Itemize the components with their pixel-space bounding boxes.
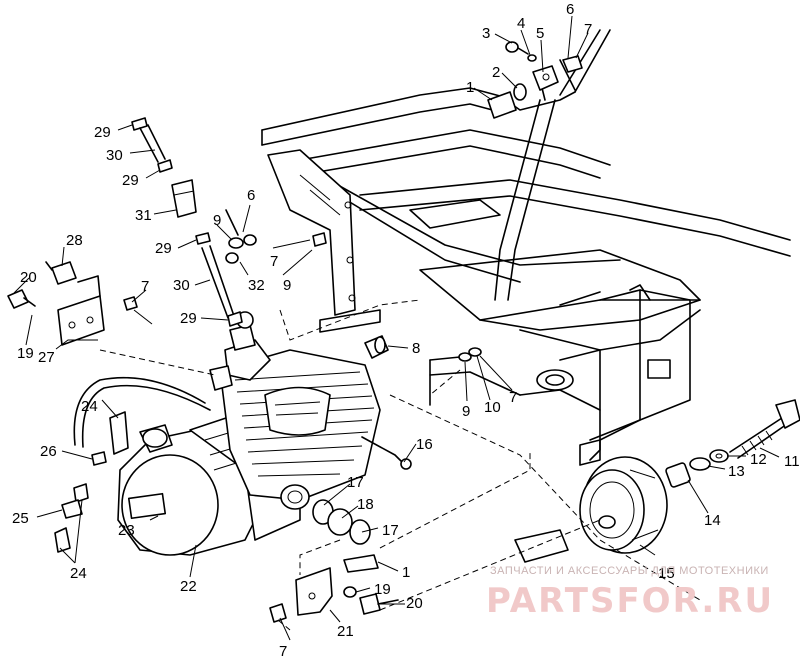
assembly-lines <box>99 299 701 631</box>
callout-24-bottom: 24 <box>70 565 87 582</box>
callout-7-top: 7 <box>584 21 592 38</box>
callout-11: 11 <box>784 453 800 470</box>
callout-21: 21 <box>337 623 354 640</box>
callout-18: 18 <box>357 496 374 513</box>
watermark: ЗАПЧАСТИ И АКСЕССУАРЫ ДЛЯ МОТОТЕХНИКИ PA… <box>486 565 774 621</box>
callout-29-a: 29 <box>94 124 111 141</box>
callout-2: 2 <box>492 64 500 81</box>
callout-27: 27 <box>38 349 55 366</box>
callout-24-top: 24 <box>81 398 98 415</box>
callout-10: 10 <box>484 399 501 416</box>
callout-7-right: 7 <box>509 389 517 406</box>
callout-25: 25 <box>12 510 29 527</box>
callout-6-mid: 6 <box>247 187 255 204</box>
callout-20-left: 20 <box>20 269 37 286</box>
callout-19-left: 19 <box>17 345 34 362</box>
leader-lines <box>13 15 780 641</box>
callout-16: 16 <box>416 436 433 453</box>
callout-17-a: 17 <box>347 474 364 491</box>
callout-labels: 1 2 3 4 5 6 7 29 30 29 31 6 9 7 29 32 9 … <box>12 1 800 658</box>
callout-6-top: 6 <box>566 1 574 18</box>
callout-1-top: 1 <box>466 79 474 96</box>
callout-9-b: 9 <box>283 277 291 294</box>
callout-23: 23 <box>118 522 135 539</box>
callout-17-b: 17 <box>382 522 399 539</box>
callout-15: 15 <box>658 565 675 582</box>
callout-9-a: 9 <box>213 212 221 229</box>
callout-7-mid: 7 <box>270 253 278 270</box>
callout-5: 5 <box>536 25 544 42</box>
callout-13: 13 <box>728 463 745 480</box>
callout-26: 26 <box>40 443 57 460</box>
callout-7-bottom: 7 <box>279 643 287 658</box>
callout-3: 3 <box>482 25 490 42</box>
hardware <box>7 41 583 623</box>
callout-29-d: 29 <box>180 310 197 327</box>
callout-12: 12 <box>750 451 767 468</box>
callout-19-bottom: 19 <box>374 581 391 598</box>
watermark-brand: PARTSFOR.RU <box>486 581 774 621</box>
callout-4: 4 <box>517 15 525 32</box>
callout-28: 28 <box>66 232 83 249</box>
callout-30-a: 30 <box>106 147 123 164</box>
callout-29-c: 29 <box>155 240 172 257</box>
engine-assembly <box>117 311 412 556</box>
callout-1-bottom: 1 <box>402 564 410 581</box>
callout-8: 8 <box>412 340 420 357</box>
callout-14: 14 <box>704 512 721 529</box>
callout-32: 32 <box>248 277 265 294</box>
callout-7-left: 7 <box>141 278 149 295</box>
frame <box>261 29 791 466</box>
callout-31: 31 <box>135 207 152 224</box>
callout-20-bottom: 20 <box>406 595 423 612</box>
watermark-tagline: ЗАПЧАСТИ И АКСЕССУАРЫ ДЛЯ МОТОТЕХНИКИ <box>490 565 769 577</box>
callout-22: 22 <box>180 578 197 595</box>
callout-29-b: 29 <box>122 172 139 189</box>
clutch-assembly <box>514 399 800 563</box>
callout-9-c: 9 <box>462 403 470 420</box>
callout-30-b: 30 <box>173 277 190 294</box>
